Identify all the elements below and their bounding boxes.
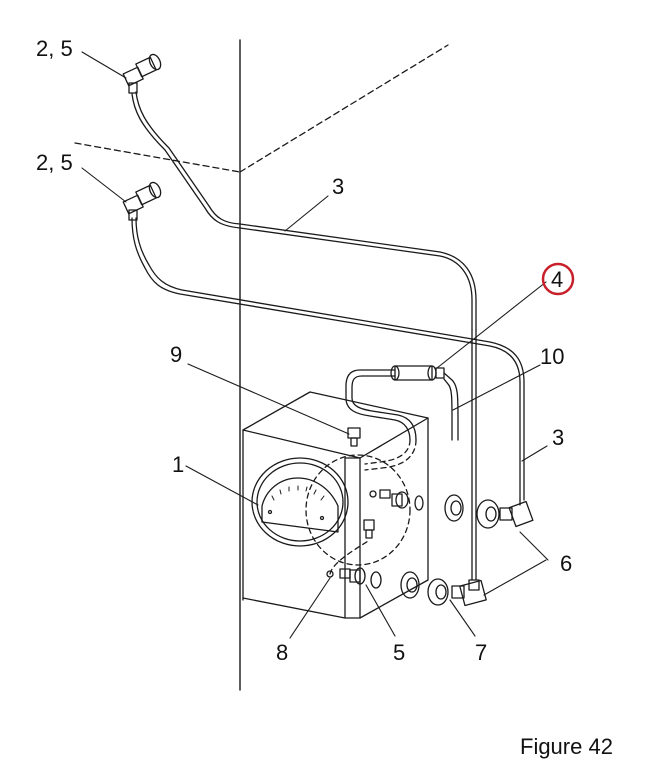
gauge-enclosure: [242, 391, 429, 619]
callout-7: 7: [475, 640, 487, 665]
callout-4-highlight-ring: [541, 262, 575, 296]
callout-2-5-top: 2, 5: [36, 36, 73, 61]
callout-5: 5: [393, 640, 405, 665]
callout-3-right: 3: [552, 425, 564, 450]
callout-10: 10: [540, 344, 564, 369]
callout-6: 6: [560, 551, 572, 576]
elbow-fitting-top: [122, 53, 162, 94]
callout-8: 8: [276, 640, 288, 665]
fitting-item-9: [347, 427, 361, 447]
callout-1: 1: [172, 452, 184, 477]
figure-caption: Figure 42: [520, 734, 613, 759]
internal-tubing: [305, 454, 411, 575]
tube-item-10: [364, 372, 459, 471]
wall-lines: [74, 39, 449, 691]
callout-4: 4: [551, 267, 563, 292]
gauge-face: [251, 457, 349, 547]
fittings-upper-port: [369, 489, 534, 529]
leader-lines: [81, 51, 549, 639]
upper-pressure-tube: [131, 91, 477, 331]
callout-3-top: 3: [332, 174, 344, 199]
fittings-lower-port: [326, 567, 487, 607]
callout-9: 9: [170, 342, 182, 367]
fitting-item-5-box: [363, 519, 375, 539]
lower-pressure-tube: [131, 217, 525, 501]
vertical-drop-tube: [468, 329, 521, 591]
elbow-fitting-middle: [122, 181, 162, 221]
callout-2-5-middle: 2, 5: [36, 150, 73, 175]
callout-labels: 2, 5 2, 5 3 4 9 10 3 1 6 8 5 7: [36, 36, 572, 665]
